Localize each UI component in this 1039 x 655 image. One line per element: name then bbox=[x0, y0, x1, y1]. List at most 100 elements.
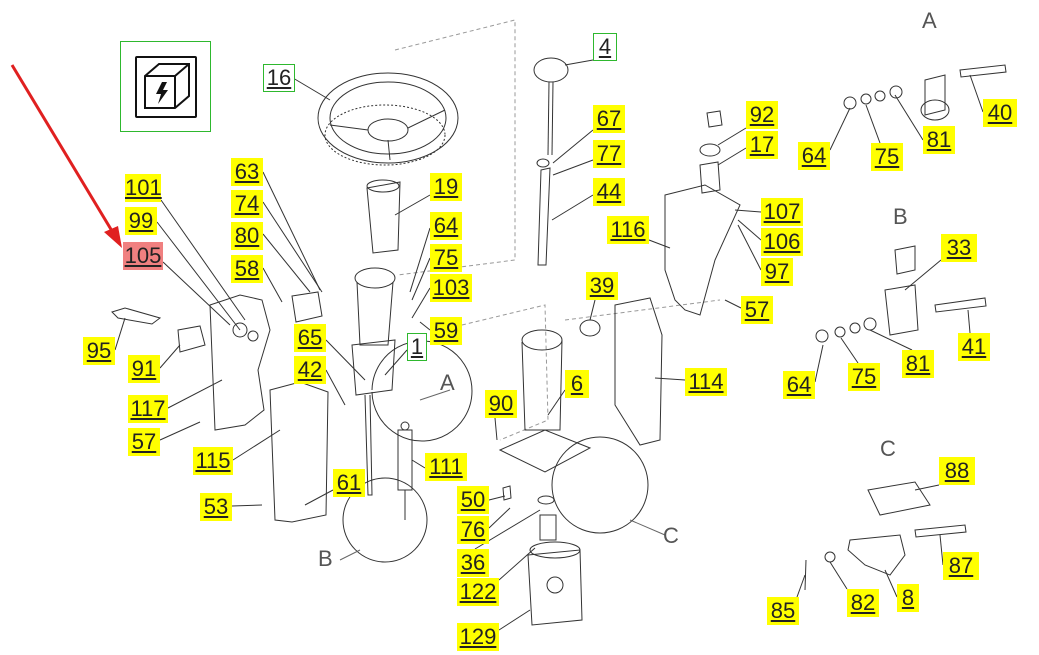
part-label-95[interactable]: 95 bbox=[83, 337, 115, 365]
bracket-114 bbox=[614, 297, 663, 446]
leader-line-105 bbox=[162, 261, 231, 326]
part-label-61[interactable]: 61 bbox=[333, 469, 365, 497]
leader-line-81 bbox=[894, 94, 924, 141]
part-label-101[interactable]: 101 bbox=[125, 174, 162, 202]
gas-strut bbox=[397, 421, 413, 520]
part-label-90[interactable]: 90 bbox=[485, 390, 517, 418]
part-label-41[interactable]: 41 bbox=[958, 333, 990, 361]
part-label-33[interactable]: 33 bbox=[941, 234, 977, 262]
part-label-106[interactable]: 106 bbox=[761, 228, 803, 256]
part-label-36[interactable]: 36 bbox=[457, 549, 489, 577]
part-label-64[interactable]: 64 bbox=[430, 212, 462, 240]
part-label-81[interactable]: 81 bbox=[923, 126, 955, 154]
part-label-39[interactable]: 39 bbox=[586, 272, 618, 300]
part-label-76[interactable]: 76 bbox=[457, 516, 489, 544]
part-label-115[interactable]: 115 bbox=[193, 447, 233, 475]
part-label-19[interactable]: 19 bbox=[430, 173, 462, 201]
part-label-80[interactable]: 80 bbox=[231, 222, 263, 250]
part-label-64[interactable]: 64 bbox=[798, 142, 830, 170]
leader-line-6 bbox=[547, 389, 566, 416]
part-label-75[interactable]: 75 bbox=[848, 363, 880, 391]
part-label-97[interactable]: 97 bbox=[761, 258, 793, 286]
leader-line-50 bbox=[488, 495, 506, 501]
detail-circle-a bbox=[371, 340, 473, 442]
leader-line-129 bbox=[498, 609, 531, 631]
leader-line-74 bbox=[262, 201, 323, 293]
lever-95 bbox=[111, 307, 162, 325]
part-label-17[interactable]: 17 bbox=[746, 131, 778, 159]
electrical-box-icon bbox=[135, 56, 197, 118]
leader-line-75 bbox=[411, 257, 431, 301]
part-label-85[interactable]: 85 bbox=[767, 597, 799, 625]
leader-line-85 bbox=[796, 574, 806, 598]
part-label-114[interactable]: 114 bbox=[685, 368, 727, 396]
part-label-4[interactable]: 4 bbox=[593, 33, 617, 61]
part-label-50[interactable]: 50 bbox=[457, 486, 489, 514]
leader-line-64 bbox=[829, 107, 851, 151]
part-label-116[interactable]: 116 bbox=[607, 216, 649, 244]
column-sleeve bbox=[366, 179, 401, 254]
key-switch bbox=[699, 110, 723, 194]
part-label-103[interactable]: 103 bbox=[430, 274, 472, 302]
leader-line-64 bbox=[409, 227, 431, 293]
part-label-8[interactable]: 8 bbox=[897, 584, 919, 612]
leader-line-115 bbox=[232, 429, 281, 461]
electrical-parts-button[interactable] bbox=[120, 41, 211, 132]
part-label-6[interactable]: 6 bbox=[565, 370, 589, 398]
leader-line-59 bbox=[419, 321, 431, 331]
section-label-c: C bbox=[880, 436, 896, 461]
part-label-105[interactable]: 105 bbox=[123, 242, 163, 270]
leader-line-42 bbox=[325, 369, 346, 406]
boot-91 bbox=[177, 325, 206, 353]
section-label-a: A bbox=[922, 8, 937, 33]
part-label-59[interactable]: 59 bbox=[430, 317, 462, 345]
steering-unit bbox=[527, 495, 583, 626]
part-label-92[interactable]: 92 bbox=[746, 101, 778, 129]
part-label-42[interactable]: 42 bbox=[294, 356, 326, 384]
part-label-67[interactable]: 67 bbox=[593, 105, 625, 133]
part-label-87[interactable]: 87 bbox=[943, 552, 979, 580]
part-label-44[interactable]: 44 bbox=[593, 178, 625, 206]
leader-line-101 bbox=[160, 199, 246, 321]
part-label-40[interactable]: 40 bbox=[983, 99, 1017, 127]
leader-line-16 bbox=[292, 77, 331, 101]
part-label-16[interactable]: 16 bbox=[263, 64, 295, 92]
part-label-99[interactable]: 99 bbox=[125, 207, 157, 235]
part-label-122[interactable]: 122 bbox=[457, 578, 499, 606]
part-label-88[interactable]: 88 bbox=[939, 457, 975, 485]
part-label-82[interactable]: 82 bbox=[847, 589, 879, 617]
part-label-75[interactable]: 75 bbox=[430, 244, 462, 272]
part-label-111[interactable]: 111 bbox=[425, 453, 467, 481]
leader-line-8 bbox=[884, 569, 898, 598]
leader-line-4 bbox=[564, 59, 594, 66]
leader-line-64 bbox=[814, 344, 824, 383]
bracket-80 bbox=[291, 291, 323, 323]
part-label-117[interactable]: 117 bbox=[128, 395, 168, 423]
part-label-1[interactable]: 1 bbox=[407, 333, 427, 361]
section-label-b: B bbox=[893, 204, 908, 229]
guide-line-bracket bbox=[564, 299, 721, 321]
leader-line-97 bbox=[737, 224, 762, 271]
leader-line-80 bbox=[262, 233, 311, 293]
part-label-75[interactable]: 75 bbox=[871, 143, 903, 171]
part-label-64[interactable]: 64 bbox=[783, 371, 815, 399]
part-label-91[interactable]: 91 bbox=[128, 355, 160, 383]
part-label-77[interactable]: 77 bbox=[593, 140, 625, 168]
part-label-53[interactable]: 53 bbox=[200, 493, 232, 521]
detail-b-parts bbox=[815, 245, 987, 343]
leader-line-103 bbox=[411, 287, 431, 319]
leader-line-76 bbox=[488, 507, 511, 529]
part-label-57[interactable]: 57 bbox=[741, 296, 773, 324]
part-label-63[interactable]: 63 bbox=[231, 158, 263, 186]
part-label-58[interactable]: 58 bbox=[231, 255, 263, 283]
part-label-107[interactable]: 107 bbox=[761, 198, 803, 226]
part-label-129[interactable]: 129 bbox=[457, 623, 499, 651]
detail-circle-c bbox=[551, 436, 649, 534]
leader-line-122 bbox=[498, 547, 536, 581]
part-label-81[interactable]: 81 bbox=[902, 350, 934, 378]
part-label-74[interactable]: 74 bbox=[231, 190, 263, 218]
part-label-57[interactable]: 57 bbox=[128, 428, 160, 456]
part-label-65[interactable]: 65 bbox=[294, 324, 326, 352]
leader-line-53 bbox=[231, 504, 263, 507]
